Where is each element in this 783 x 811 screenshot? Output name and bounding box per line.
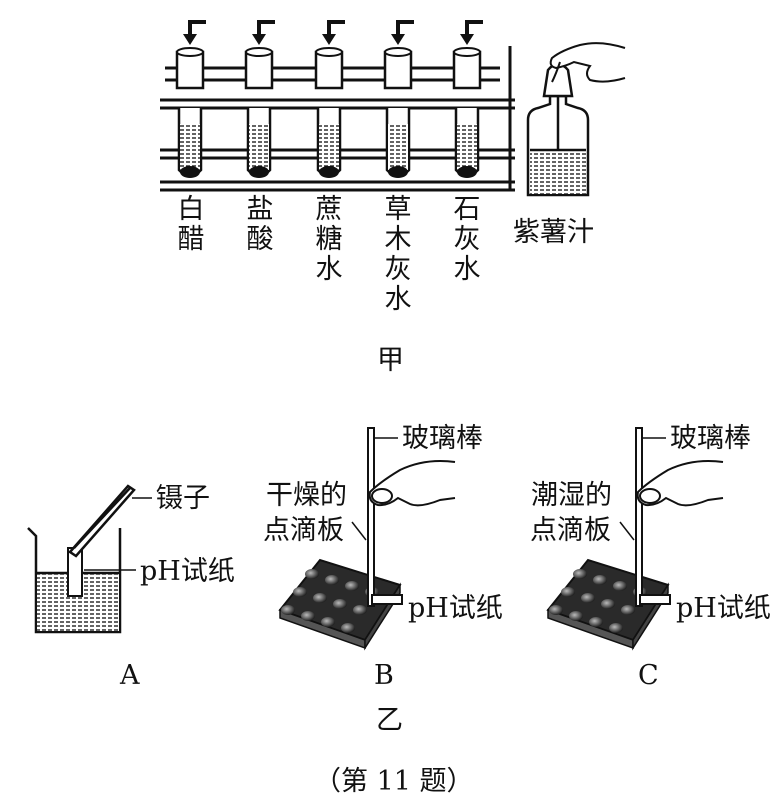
well [609,623,623,633]
tweezers-icon [68,484,136,558]
figure-jia-caption: 甲 [377,345,404,376]
beaker [27,527,122,634]
well [301,611,315,621]
well [549,605,563,615]
test-tube [314,20,345,178]
spot-plate-label-b-line1: 干燥的 [266,480,347,511]
cup-icon [383,47,413,90]
well [313,593,327,603]
ph-paper-label-b: pH试纸 [408,593,503,624]
liquid-label: 石灰水 [453,194,481,285]
cup-icon [244,47,274,90]
liquid-label: 草木灰水 [384,194,412,315]
test-tube [175,20,206,178]
arrow-down-icon [252,20,275,45]
ph-paper-c [639,594,671,605]
well [601,599,615,609]
hand-b-icon [368,460,456,507]
well [621,605,635,615]
well [581,593,595,603]
tweezers-label: 镊子 [156,483,210,514]
question-caption: （第 11 题） [314,766,474,797]
liquid-label: 白醋 [177,194,205,255]
arrow-down-icon [322,20,345,45]
cup-icon [314,47,344,90]
ph-paper-label-a: pH试纸 [140,556,235,587]
well [341,623,355,633]
caption-c: C [638,660,659,691]
ph-paper-b [371,594,403,605]
glass-rod-label-b: 玻璃棒 [402,423,483,454]
well [281,605,295,615]
arrow-down-icon [183,20,206,45]
cup-icon [452,47,482,90]
well [561,587,575,597]
dropper-bottle-label: 紫薯汁 [513,217,594,248]
hand-icon [549,42,626,83]
well [573,569,587,579]
arrow-down-icon [391,20,414,45]
glass-rod-c [635,427,643,607]
cup-icon [175,47,205,90]
well [613,581,627,591]
spot-plate-label-c-line1: 潮湿的 [531,480,612,511]
test-tubes [175,20,483,178]
well [345,581,359,591]
well [321,617,335,627]
well [593,575,607,585]
test-tube [452,20,483,178]
test-tube [244,20,275,178]
caption-b: B [374,660,394,691]
well [325,575,339,585]
well [293,587,307,597]
spot-plate-label-c-line2: 点滴板 [530,515,611,546]
well [569,611,583,621]
well [333,599,347,609]
liquid-label: 蔗糖水 [315,194,343,285]
spot-plate-label-b-line2: 点滴板 [263,515,344,546]
test-tube [383,20,414,178]
well [353,605,367,615]
caption-a: A [120,660,140,691]
glass-rod-label-c: 玻璃棒 [670,423,751,454]
well [589,617,603,627]
figure-yi-caption: 乙 [376,705,403,736]
glass-rod-b [367,427,375,607]
ph-paper-label-c: pH试纸 [676,593,771,624]
well [305,569,319,579]
hand-c-icon [636,460,724,507]
arrow-down-icon [460,20,483,45]
dropper-bottle [526,62,590,197]
liquid-label: 盐酸 [246,194,274,255]
